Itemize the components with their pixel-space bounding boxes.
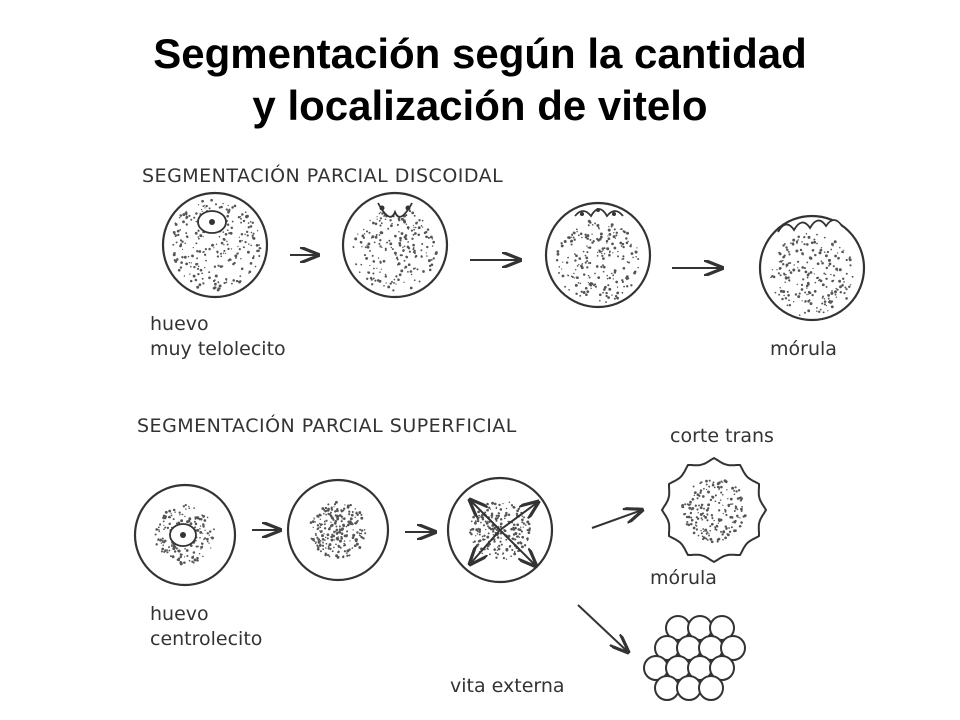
superficial-egg-1 (133, 483, 237, 587)
external-cell (709, 655, 735, 681)
superficial-morula-label: mórula (650, 567, 717, 589)
superficial-heading: SEGMENTACIÓN PARCIAL SUPERFICIAL (137, 413, 517, 437)
superficial-egg-3 (446, 476, 554, 584)
external-cell-cluster (643, 615, 746, 701)
discoidal-morula (758, 214, 866, 322)
superficial-section-morula (660, 456, 768, 564)
superficial-arrow-4 (577, 604, 628, 652)
external-label: vita externa (450, 675, 565, 697)
discoidal-egg-label-1: huevo (150, 313, 209, 335)
discoidal-egg-3 (544, 201, 652, 309)
section-label: corte trans (670, 425, 774, 447)
external-cell (720, 635, 746, 661)
discoidal-morula-label: mórula (770, 338, 837, 360)
external-cell (654, 675, 680, 701)
superficial-egg-label-1: huevo (150, 603, 209, 625)
superficial-arrow-3 (591, 510, 642, 529)
discoidal-egg-2 (341, 191, 449, 299)
superficial-egg-2 (286, 478, 390, 582)
external-cell (698, 675, 724, 701)
page-title: Segmentación según la cantidad y localiz… (0, 28, 960, 132)
external-cell (709, 615, 735, 641)
superficial-egg-label-2: centrolecito (150, 628, 262, 650)
title-line-1: Segmentación según la cantidad (153, 30, 807, 77)
external-cell (676, 675, 702, 701)
discoidal-heading: SEGMENTACIÓN PARCIAL DISCOIDAL (142, 163, 503, 187)
discoidal-egg-label-2: muy telolecito (150, 338, 286, 360)
discoidal-egg-1 (161, 191, 269, 299)
title-line-2: y localización de vitelo (252, 82, 708, 129)
